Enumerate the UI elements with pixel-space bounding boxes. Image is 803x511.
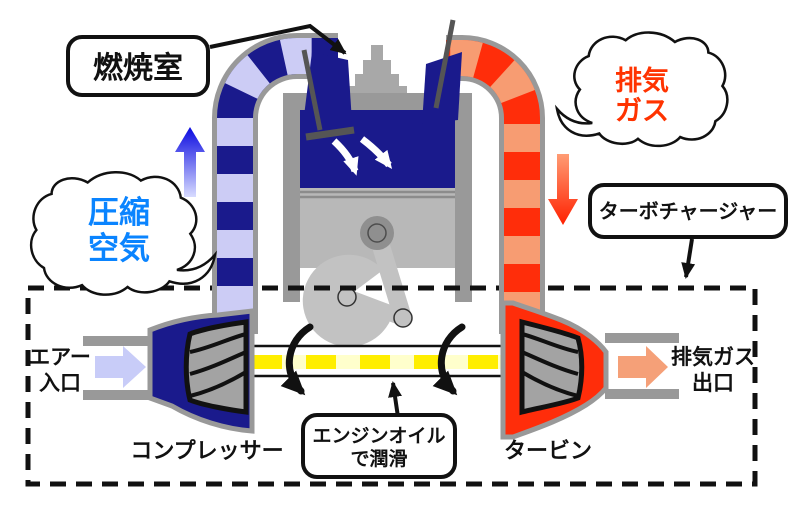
turbocharger-pointer — [681, 238, 696, 279]
air-inlet-label-2: 入口 — [39, 371, 81, 395]
exhaust-gas-text-1: 排気 — [615, 65, 669, 97]
spark-plug — [347, 45, 407, 96]
inlet-pipe-wall-bottom — [83, 390, 153, 400]
valves — [301, 19, 456, 141]
combustion-chamber-label: 燃焼室 — [93, 51, 183, 86]
combustion-chamber-box: 燃焼室 — [66, 23, 347, 97]
engine-assembly — [283, 45, 472, 347]
exhaust-outlet-label-1: 排気ガス — [671, 345, 755, 369]
wrist-pin-boss — [360, 216, 394, 250]
intake-pipe — [212, 33, 338, 334]
compressor-label: コンプレッサー — [130, 439, 283, 464]
compressed-air-bubble: 圧縮 空気 — [29, 171, 217, 296]
outlet-pipe-wall-top — [605, 333, 679, 343]
engine-oil-label-2: で潤滑 — [350, 447, 407, 470]
compressed-air-text-2: 空気 — [88, 231, 150, 267]
crank-web — [339, 289, 411, 326]
exhaust-down-arrow — [548, 154, 578, 225]
intake-pipe-stripes — [217, 38, 338, 334]
outlet-pipe-wall-bottom — [605, 389, 679, 399]
turbocharger-box: ターボチャージャー — [588, 183, 788, 279]
combustion-chamber-pointer — [209, 23, 347, 55]
engine-oil-label-1: エンジンオイル — [312, 425, 445, 447]
compressed-air-text-1: 圧縮 — [88, 195, 150, 231]
compressed-air-up-arrow — [175, 127, 205, 197]
exhaust-pipe-stripes — [446, 40, 540, 334]
compressor — [83, 308, 255, 434]
intake-valve-stem — [301, 49, 323, 131]
shaft-rotation-arrows — [280, 323, 466, 396]
exhaust-pipe — [446, 35, 545, 334]
exhaust-gas-text-2: ガス — [615, 96, 669, 127]
intake-valve-head — [305, 126, 355, 141]
air-inlet-label-1: エアー — [29, 345, 91, 369]
turbocharger-label: ターボチャージャー — [599, 199, 777, 223]
exhaust-outlet-label-2: 出口 — [692, 371, 734, 395]
turbine — [500, 300, 679, 440]
turbine-wheel-blades — [520, 332, 579, 398]
crank-pin — [393, 308, 413, 328]
exhaust-gas-bubble: 排気 ガス — [555, 31, 729, 148]
turbine-label: タービン — [504, 439, 592, 464]
engine-oil-box: エンジンオイル で潤滑 — [301, 381, 457, 479]
engine-oil-pointer — [388, 381, 402, 418]
turbocharger-boundary — [25, 285, 758, 487]
inlet-pipe-wall-top — [83, 336, 153, 346]
compressor-impeller-blades — [189, 332, 248, 398]
chamber-flow-arrows — [331, 136, 393, 176]
piston-rings — [300, 190, 455, 199]
exhaust-valve-stem — [433, 19, 456, 109]
exhaust-outlet-arrow — [618, 346, 668, 388]
air-inlet-arrow — [95, 346, 146, 388]
wrist-pin — [367, 223, 387, 243]
